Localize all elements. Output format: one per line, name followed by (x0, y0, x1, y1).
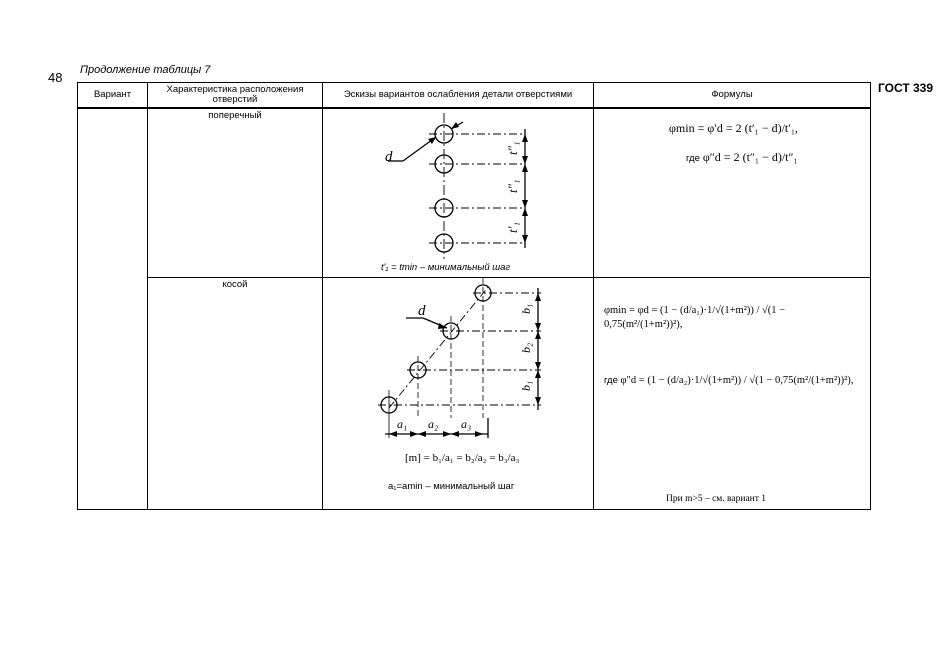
label-t1pp: t″₁ (505, 141, 520, 155)
spec-table: Вариант Характеристика расположения отве… (77, 82, 871, 510)
header-layout: Характеристика расположения отверстий (147, 82, 323, 109)
label-b2: b₂ (519, 343, 533, 353)
label-d: d (385, 149, 393, 165)
transverse-holes-sketch: d t″₁ t″₁ t′₁ (385, 113, 528, 259)
header-formulas: Формулы (593, 82, 871, 109)
variant-cell (77, 107, 148, 510)
label-t1pp-2: t″₁ (505, 179, 520, 193)
table-row: поперечный (77, 107, 871, 510)
formula-oblique-where: φ″d = (1 − (d/a₂)·1/√(1+m²)) / √(1 − 0,7… (620, 375, 854, 386)
label-a1: a₁ (397, 417, 407, 431)
formula-where-label: где (686, 153, 700, 164)
header-variant: Вариант (77, 82, 148, 109)
table-header-row: Вариант Характеристика расположения отве… (77, 82, 871, 109)
formula-cell-transverse: φmin = φ′d = 2 (t′₁ − d)/t′₁, где φ″d = … (593, 107, 871, 278)
header-sketches: Эскизы вариантов ослабления детали отвер… (322, 82, 594, 109)
label-b1-bottom: b₁ (519, 381, 533, 391)
sketch-caption-oblique: a₁=amin – минимальный шаг (388, 481, 515, 492)
page-number: 48 (48, 70, 63, 85)
table-continuation-title: Продолжение таблицы 7 (80, 64, 211, 76)
label-t1p: t′₁ (505, 222, 520, 233)
table-row: косой (78, 277, 871, 510)
label-a3: a₃ (461, 417, 471, 431)
formula-where-label-oblique: где (604, 375, 618, 386)
sketch-cell-oblique: d b₁ b₂ b₁ a₁ a₂ a₃ [m] = b₁/a₁ = b₂/a₂ … (322, 277, 594, 510)
formula-oblique-main: φmin = φd = (1 − (d/a₁)·1/√(1+m²)) / √(1… (604, 305, 786, 330)
sketch-caption-transverse: t′₁ = tmin – минимальный шаг (381, 262, 511, 273)
oblique-note: При m>5 – см. вариант 1 (666, 494, 767, 504)
layout-cell-transverse: поперечный (147, 107, 323, 278)
formula-cell-oblique: φmin = φd = (1 − (d/a₁)·1/√(1+m²)) / √(1… (593, 277, 871, 510)
formula-transverse-where: φ″d = 2 (t″₁ − d)/t″₁ (702, 150, 798, 164)
label-b1: b₁ (519, 304, 533, 314)
gost-header: ГОСТ 339 (878, 81, 934, 95)
label-d-oblique: d (418, 303, 426, 319)
label-a2: a₂ (428, 417, 438, 431)
sketch-ratio-formula: [m] = b₁/a₁ = b₂/a₂ = b₃/a₃ (405, 452, 520, 464)
sketch-cell-transverse: d t″₁ t″₁ t′₁ t′₁ = tmin – минимальный ш… (322, 107, 594, 278)
oblique-holes-sketch: d b₁ b₂ b₁ a₁ a₂ a₃ (378, 278, 541, 438)
layout-cell-oblique: косой (147, 277, 323, 510)
formula-transverse-main: φmin = φ′d = 2 (t′₁ − d)/t′₁, (669, 121, 799, 135)
